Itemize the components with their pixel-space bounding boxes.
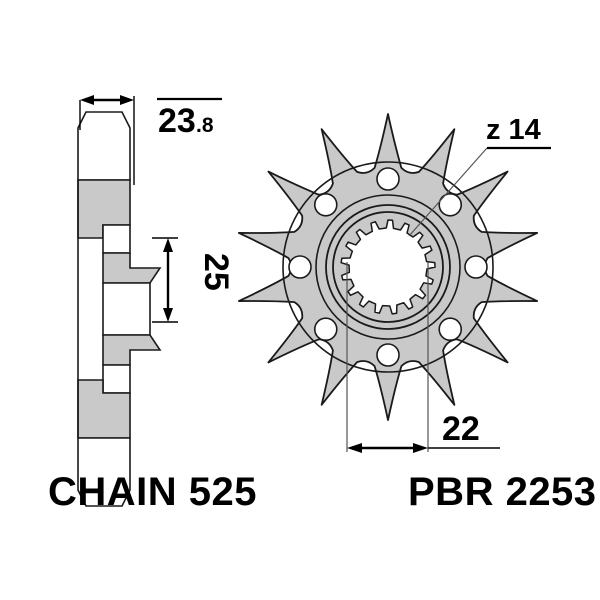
dimension-hub-height: 25 (152, 237, 235, 323)
bore-arrow-left (347, 443, 362, 453)
lightening-hole (288, 255, 312, 279)
lightening-hole (376, 167, 400, 191)
lightening-hole (438, 192, 463, 217)
section-tooth-tip-bottom (77, 437, 131, 507)
splined-bore (340, 219, 436, 315)
spline-profile (340, 219, 436, 315)
dimension-label-bore-width: 22 (442, 410, 480, 448)
callout-leader-line (408, 147, 488, 237)
section-web-bottom (102, 364, 131, 394)
dimension-bore-width: 22 (346, 262, 500, 453)
dimension-label-hub-height: 25 (197, 253, 235, 291)
callout-teeth-count: z 14 (408, 114, 551, 237)
lightening-hole (313, 317, 338, 342)
dim-arrow-right (120, 95, 134, 105)
bore-arrow-right (413, 443, 428, 453)
lightening-hole (376, 343, 400, 367)
callout-label-teeth: z 14 (486, 114, 541, 146)
dim-arrow-left (80, 95, 94, 105)
dimension-label-width-main: 23 (158, 102, 196, 140)
side-section-view (77, 111, 162, 507)
chain-label: CHAIN 525 (48, 470, 257, 514)
section-bore-cavity (102, 282, 151, 336)
sprocket-front-view (237, 113, 539, 421)
lightening-hole (438, 317, 463, 342)
section-flange-bottom (102, 334, 162, 366)
dim-arrow-top (163, 238, 173, 252)
section-flange-top (102, 252, 162, 284)
section-tooth-tip-top (77, 111, 131, 181)
lightening-hole (313, 192, 338, 217)
dim-arrow-bottom (163, 308, 173, 322)
dimension-width-overall: 23 .8 (79, 95, 222, 185)
section-web-top (102, 224, 131, 254)
sprocket-inner-ring-circle (315, 194, 461, 340)
dimension-label-width-decimal: .8 (196, 114, 214, 137)
sprocket-outer-ring-circle (282, 161, 494, 373)
lightening-hole (464, 255, 488, 279)
lightening-holes (288, 167, 488, 367)
part-number-label: PBR 2253 (408, 470, 597, 514)
